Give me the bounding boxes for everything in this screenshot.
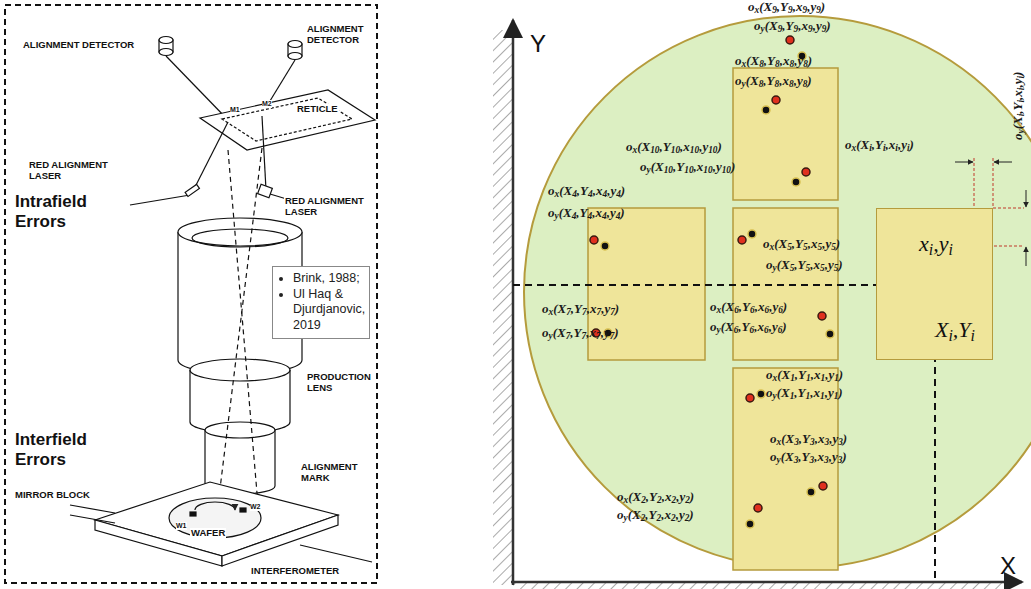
part-label: W2: [250, 503, 261, 511]
part-label: ALIGNMENT MARK: [300, 462, 370, 484]
overlay-error-label: ox(X2,Y2,x2,y2): [617, 490, 694, 506]
part-label: ALIGNMENT DETECTOR: [22, 40, 135, 51]
overlay-error-label: oy(X9,Y9,x9,y9): [754, 19, 831, 35]
part-label: M2: [262, 100, 272, 108]
field-coordinate: Xi,Yi: [935, 317, 975, 345]
measurement-dot: [748, 230, 756, 238]
citation-box: Brink, 1988;Ul Haq & Djurdjanovic, 2019: [272, 266, 370, 339]
reference: Brink, 1988;: [293, 271, 363, 287]
field-coordinate-guide: [513, 285, 935, 582]
measurement-dot: [818, 312, 826, 320]
part-label: WAFER: [190, 528, 226, 539]
x-axis: [511, 581, 1022, 584]
overlay-error-label: oy(X2,Y2,x2,y2): [617, 508, 694, 524]
part-label: MIRROR BLOCK: [14, 490, 91, 501]
overlay-error-label: ox(X10,Y10,x10,y10): [626, 140, 722, 156]
reference: Ul Haq & Djurdjanovic, 2019: [293, 287, 363, 334]
overlay-error-label: ox(X9,Y9,x9,y9): [748, 0, 825, 16]
part-label: ALIGNMENT DETECTOR: [306, 24, 376, 46]
part-label: PRODUCTION LENS: [306, 372, 376, 394]
error-heading: Interfield Errors: [15, 430, 105, 469]
axis-label: X: [1000, 552, 1016, 580]
measurement-dot: [792, 178, 800, 186]
measurement-dot: [601, 242, 609, 250]
lithography-stepper: [70, 37, 375, 567]
overlay-error-label: ox(Xi,Yi,xi,yi): [845, 138, 914, 154]
part-label: M1: [230, 106, 240, 114]
overlay-error-label: ox(X1,Y1,x1,y1): [766, 368, 843, 384]
y-axis: [512, 20, 515, 585]
exposure-field: [588, 68, 838, 570]
measurement-dot: [819, 482, 827, 490]
overlay-error-label: oy(X10,Y10,x10,y10): [640, 160, 735, 176]
overlay-error-label: ox(X7,Y7,x7,y7): [542, 302, 619, 318]
overlay-error-label: oy(X8,Y8,x8,y8): [735, 74, 812, 90]
measurement-dot: [738, 236, 746, 244]
overlay-error-label: oy(Xi,Yi,xi,yi): [1011, 72, 1027, 140]
overlay-error-label: oy(X3,Y3,x3,y3): [770, 450, 847, 466]
part-label: INTERFEROMETER: [250, 566, 340, 577]
overlay-error-label: ox(X4,Y4,x4,y4): [548, 184, 625, 200]
axis-label: Y: [530, 30, 546, 58]
overlay-error-label: ox(X3,Y3,x3,y3): [770, 432, 847, 448]
overlay-error-label: oy(X4,Y4,x4,y4): [548, 206, 625, 222]
reference-list: Brink, 1988;Ul Haq & Djurdjanovic, 2019: [279, 271, 363, 334]
overlay-error-label: oy(X5,Y5,x5,y5): [766, 258, 843, 274]
overlay-error-label: ox(X6,Y6,x6,y6): [710, 300, 787, 316]
overlay-error-label: oy(X7,Y7,x7,y7): [542, 326, 619, 342]
measurement-dot: [746, 394, 754, 402]
measurement-dot: [826, 330, 834, 338]
field-coordinate: xi,yi: [919, 231, 953, 259]
measurement-dot: [757, 390, 765, 398]
overlay-error-label: ox(X8,Y8,x8,y8): [735, 54, 812, 70]
measurement-dot: [802, 168, 810, 176]
panel-frame: [5, 5, 377, 583]
overlay-error-label: oy(X1,Y1,x1,y1): [766, 386, 843, 402]
measurement-dot: [746, 520, 754, 528]
exposure-field: xi,yiXi,Yi: [876, 208, 993, 360]
part-label: W1: [176, 522, 187, 530]
measurement-dot: [754, 504, 762, 512]
error-heading: Intrafield Errors: [15, 192, 105, 231]
overlay-error-label: ox(X5,Y5,x5,y5): [763, 237, 840, 253]
measurement-dot: [807, 488, 815, 496]
part-label: RETICLE: [296, 104, 339, 115]
overlay-error-label: oy(X6,Y6,x6,y6): [710, 320, 787, 336]
measurement-dot: [786, 36, 794, 44]
measurement-dot: [762, 106, 770, 114]
axis-hatch: [493, 30, 513, 585]
measurement-dot: [590, 236, 598, 244]
part-label: RED ALIGNMENT LASER: [28, 160, 114, 182]
part-label: RED ALIGNMENT LASER: [284, 196, 370, 218]
measurement-dot: [772, 96, 780, 104]
